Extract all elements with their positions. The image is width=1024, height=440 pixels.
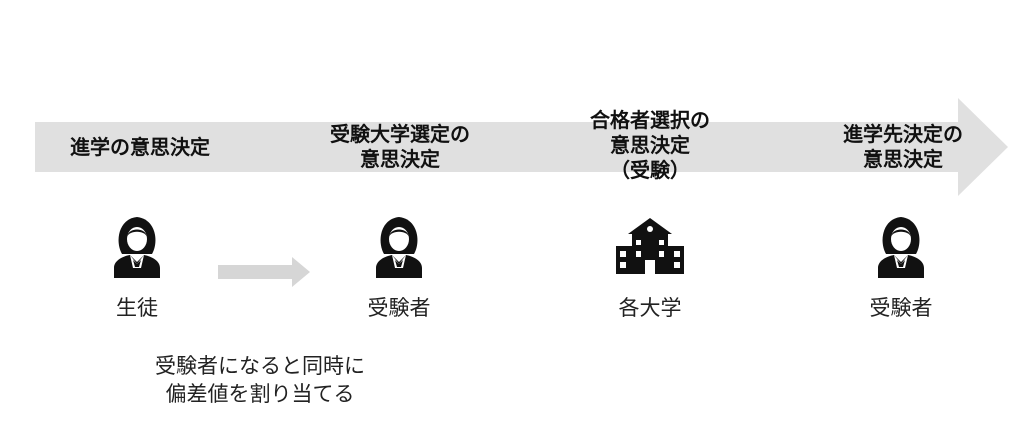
stage-4-line-2: 意思決定 xyxy=(863,147,943,171)
role-label-1: 生徒 xyxy=(116,296,158,320)
role-label-2: 受験者 xyxy=(367,296,431,320)
note-line-2: 偏差値を割り当てる xyxy=(165,382,355,406)
stage-label-1: 進学の意思決定 xyxy=(40,135,240,160)
stage-4-line-1: 進学先決定の xyxy=(843,122,963,146)
role-label-3: 各大学 xyxy=(618,296,682,320)
student-icon xyxy=(376,217,422,278)
note-line-1: 受験者になると同時に xyxy=(155,354,365,378)
stage-label-3: 合格者選択の 意思決定 （受験） xyxy=(550,108,750,183)
stage-2-line-2: 意思決定 xyxy=(360,147,440,171)
student-icon xyxy=(878,217,924,278)
stage-3-line-2: 意思決定 xyxy=(610,133,690,157)
stage-1-line-1: 進学の意思決定 xyxy=(70,135,210,159)
role-label-4: 受験者 xyxy=(869,296,933,320)
stage-3-line-1: 合格者選択の xyxy=(590,108,710,132)
timeline-arrow xyxy=(35,98,1008,196)
stage-label-2: 受験大学選定の 意思決定 xyxy=(300,122,500,172)
transition-note: 受験者になると同時に 偏差値を割り当てる xyxy=(120,352,400,408)
stage-3-line-3: （受験） xyxy=(610,158,690,182)
student-icon xyxy=(114,217,160,278)
university-building-icon xyxy=(616,218,684,274)
stage-label-4: 進学先決定の 意思決定 xyxy=(803,122,1003,172)
transition-arrow xyxy=(218,257,310,287)
stage-2-line-1: 受験大学選定の xyxy=(330,122,470,146)
